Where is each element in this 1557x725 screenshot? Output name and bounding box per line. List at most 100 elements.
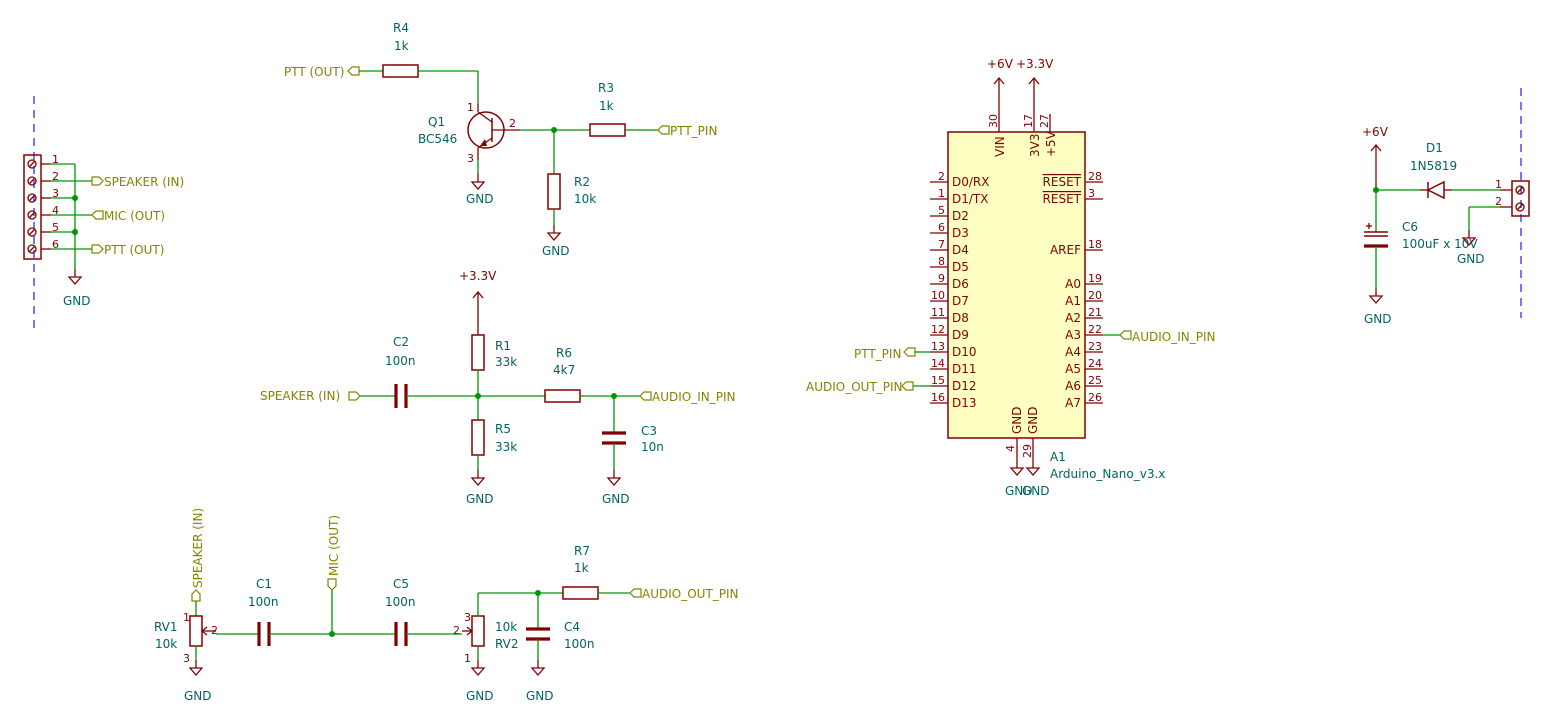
pin-num: 19 bbox=[1088, 272, 1102, 285]
pin-num: 15 bbox=[931, 374, 945, 387]
potentiometer-rv1: 1 2 3 RV1 10k bbox=[154, 611, 218, 665]
c5-ref: C5 bbox=[393, 577, 409, 591]
r6-value: 4k7 bbox=[553, 363, 575, 377]
resistor-r1 bbox=[471, 334, 485, 371]
r1-value: 33k bbox=[495, 355, 517, 369]
resistor-r6 bbox=[544, 389, 581, 403]
r1-ref: R1 bbox=[495, 339, 511, 353]
label-audio-out-pin-2: AUDIO_OUT_PIN bbox=[806, 380, 903, 394]
pin-num: 24 bbox=[1088, 357, 1102, 370]
gnd-label: GND bbox=[1022, 484, 1050, 498]
pin-num: 3 bbox=[52, 187, 59, 200]
label-ptt-out: PTT (OUT) bbox=[104, 243, 164, 257]
a1-value: Arduino_Nano_v3.x bbox=[1050, 467, 1165, 481]
pin-num: 3 bbox=[467, 152, 474, 165]
label-speaker-in: SPEAKER (IN) bbox=[104, 175, 184, 189]
pin-num: 20 bbox=[1088, 289, 1102, 302]
pin-num: 17 bbox=[1022, 114, 1035, 128]
pin-num: 1 bbox=[938, 187, 945, 200]
pin-reset-2: RESET bbox=[1043, 192, 1082, 206]
pin-num: 10 bbox=[931, 289, 945, 302]
pin-num: 11 bbox=[931, 306, 945, 319]
pin-vin: VIN bbox=[993, 136, 1007, 157]
gnd-label: GND bbox=[526, 689, 554, 703]
pin-d7: D7 bbox=[952, 294, 969, 308]
r7-ref: R7 bbox=[574, 544, 590, 558]
power-3v3: +3.3V bbox=[459, 269, 497, 283]
power-input: +6V D1 1N5819 C6 100uF x 10V GND bbox=[1362, 88, 1530, 326]
pin-num: 5 bbox=[938, 204, 945, 217]
d1-value: 1N5819 bbox=[1410, 159, 1457, 173]
pin-num: 30 bbox=[987, 114, 1000, 128]
pin-num: 8 bbox=[938, 255, 945, 268]
rv2-value: 10k bbox=[495, 620, 517, 634]
pin-num: 6 bbox=[52, 238, 59, 251]
pin-num: 21 bbox=[1088, 306, 1102, 319]
pin-a0: A0 bbox=[1065, 277, 1081, 291]
pin-num: 26 bbox=[1088, 391, 1102, 404]
pin-d4: D4 bbox=[952, 243, 969, 257]
pin-d6: D6 bbox=[952, 277, 969, 291]
gnd-label: GND bbox=[1005, 484, 1033, 498]
c6-ref: C6 bbox=[1402, 220, 1418, 234]
resistor-r5 bbox=[471, 419, 485, 456]
pin-num: 3 bbox=[1088, 187, 1095, 200]
pin-num: 1 bbox=[464, 652, 471, 665]
resistor-r4 bbox=[382, 64, 419, 78]
d1-ref: D1 bbox=[1426, 141, 1443, 155]
pin-num: 2 bbox=[453, 624, 460, 637]
gnd-label: GND bbox=[63, 294, 91, 308]
pin-num: 23 bbox=[1088, 340, 1102, 353]
c3-value: 10n bbox=[641, 440, 664, 454]
pin-a3: A3 bbox=[1065, 328, 1081, 342]
label-ptt-pin-2: PTT_PIN bbox=[854, 347, 901, 361]
pin-num: 3 bbox=[183, 652, 190, 665]
pin-num: 2 bbox=[1495, 195, 1502, 208]
r4-ref: R4 bbox=[393, 21, 409, 35]
pin-num: 1 bbox=[467, 101, 474, 114]
pin-num: 12 bbox=[931, 323, 945, 336]
pin-gnd-2: GND bbox=[1026, 406, 1040, 434]
pin-d3: D3 bbox=[952, 226, 969, 240]
pin-num: 7 bbox=[938, 238, 945, 251]
r7-value: 1k bbox=[574, 561, 589, 575]
c1-value: 100n bbox=[248, 595, 279, 609]
label-ptt-out-2: PTT (OUT) bbox=[284, 65, 344, 79]
pin-d9: D9 bbox=[952, 328, 969, 342]
pin-d0: D0/RX bbox=[952, 175, 989, 189]
power-6v: +6V bbox=[987, 57, 1014, 71]
pin-num: 1 bbox=[1495, 178, 1502, 191]
c5-value: 100n bbox=[385, 595, 416, 609]
label-speaker-in-2: SPEAKER (IN) bbox=[260, 389, 340, 403]
pin-num: 22 bbox=[1088, 323, 1102, 336]
pin-num: 4 bbox=[1004, 445, 1017, 452]
pin-a5: A5 bbox=[1065, 362, 1081, 376]
pin-num: 14 bbox=[931, 357, 945, 370]
pin-num: 1 bbox=[52, 153, 59, 166]
pin-a6: A6 bbox=[1065, 379, 1081, 393]
pin-num: 2 bbox=[211, 624, 218, 637]
connector-j2: 1 2 bbox=[1495, 88, 1530, 318]
r2-value: 10k bbox=[574, 192, 596, 206]
label-audio-out-pin: AUDIO_OUT_PIN bbox=[642, 587, 739, 601]
pin-num: 2 bbox=[52, 170, 59, 183]
pin-3v3: 3V3 bbox=[1028, 134, 1042, 157]
pin-num: 5 bbox=[52, 221, 59, 234]
pin-d11: D11 bbox=[952, 362, 977, 376]
pin-d1: D1/TX bbox=[952, 192, 988, 206]
pin-aref: AREF bbox=[1050, 243, 1081, 257]
pin-num: 9 bbox=[938, 272, 945, 285]
label-ptt-pin: PTT_PIN bbox=[670, 124, 717, 138]
pin-d12: D12 bbox=[952, 379, 977, 393]
pin-num: 16 bbox=[931, 391, 945, 404]
resistor-r3 bbox=[589, 123, 626, 137]
c3-ref: C3 bbox=[641, 424, 657, 438]
gnd-label: GND bbox=[184, 689, 212, 703]
pin-d13: D13 bbox=[952, 396, 977, 410]
gnd-label: GND bbox=[466, 192, 494, 206]
a1-ref: A1 bbox=[1050, 450, 1066, 464]
pin-d2: D2 bbox=[952, 209, 969, 223]
connector-j1: 1 2 3 4 5 6 GND SPEAKER (IN) MIC (OUT) P… bbox=[23, 96, 184, 330]
r5-ref: R5 bbox=[495, 422, 511, 436]
